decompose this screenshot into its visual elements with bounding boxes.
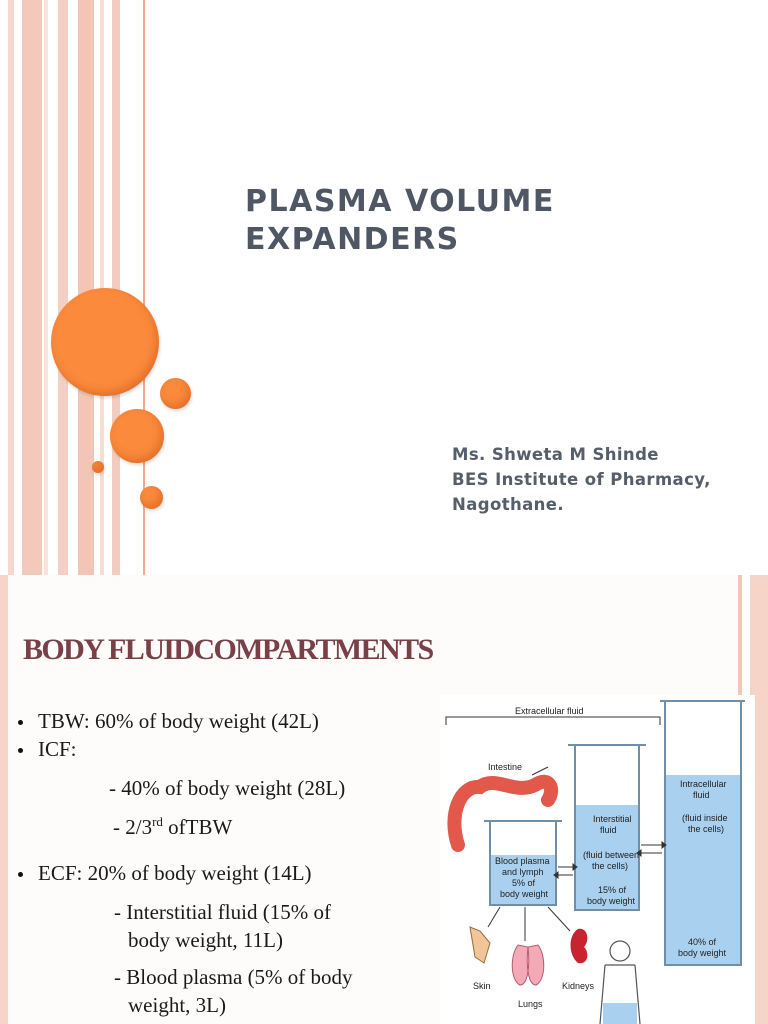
intestine-label: Intestine bbox=[488, 762, 522, 772]
sub-bullet-text: - 2/3rd ofTBW bbox=[113, 815, 232, 840]
interstitial-label: Interstitial bbox=[593, 814, 632, 824]
decor-circle-large bbox=[51, 288, 159, 396]
intracellular-fluid-fill bbox=[665, 775, 741, 965]
intracellular-label: Intracellular bbox=[680, 779, 727, 789]
lungs-icon bbox=[511, 944, 545, 986]
sub-bullet-text: - 40% of body weight (28L) bbox=[109, 776, 346, 800]
author-name: Ms. Shweta M Shinde bbox=[452, 445, 659, 464]
fluid-compartment-diagram: Extracellular fluid Intracellular fluid … bbox=[440, 695, 755, 1024]
interstitial-note: (fluid between bbox=[583, 850, 639, 860]
institute-location: Nagothane. bbox=[452, 495, 565, 514]
interstitial-label: fluid bbox=[600, 825, 617, 835]
plasma-fluid-fill bbox=[490, 855, 556, 905]
organ-arrows bbox=[487, 906, 571, 941]
decor-circle bbox=[110, 409, 164, 463]
lungs-label: Lungs bbox=[518, 999, 543, 1009]
slide-title: PLASMA VOLUME EXPANDERS bbox=[245, 183, 685, 259]
intracellular-pct: 40% of bbox=[688, 937, 717, 947]
interstitial-pct: body weight bbox=[587, 896, 636, 906]
decor-stripe bbox=[0, 575, 8, 1024]
text-segment: - 2/3 bbox=[113, 815, 153, 839]
superscript: rd bbox=[152, 814, 163, 829]
interstitial-fluid-fill bbox=[575, 805, 639, 910]
interstitial-beaker bbox=[568, 744, 646, 911]
decor-stripe bbox=[58, 0, 68, 575]
skin-label: Skin bbox=[473, 981, 491, 991]
decor-circle bbox=[140, 486, 163, 509]
plasma-label: 5% of bbox=[512, 878, 536, 888]
exchange-arrows bbox=[553, 841, 667, 879]
plasma-beaker bbox=[484, 820, 562, 906]
slide-title: BODY FLUIDCOMPARTMENTS bbox=[23, 633, 434, 666]
intracellular-note: (fluid inside bbox=[682, 813, 728, 823]
decor-stripe bbox=[100, 0, 104, 575]
plasma-label: Blood plasma bbox=[495, 856, 550, 866]
decor-stripe bbox=[78, 0, 94, 575]
bullet-dot bbox=[18, 720, 23, 725]
plasma-label: body weight bbox=[500, 889, 549, 899]
plasma-label: and lymph bbox=[502, 867, 544, 877]
decor-stripe bbox=[112, 0, 120, 575]
title-line: PLASMA VOLUME bbox=[245, 184, 555, 219]
intracellular-beaker bbox=[660, 700, 745, 966]
institute-name: BES Institute of Pharmacy, bbox=[452, 470, 711, 489]
bullet-text: ECF: 20% of body weight (14L) bbox=[38, 861, 312, 885]
bullet-dot bbox=[18, 872, 23, 877]
sub-bullet-text: - Interstitial fluid (15% of bbox=[114, 900, 331, 924]
interstitial-pct: 15% of bbox=[598, 885, 627, 895]
intestine-icon bbox=[447, 774, 559, 852]
intracellular-note: the cells) bbox=[688, 824, 724, 834]
bullet-text: TBW: 60% of body weight (42L) bbox=[38, 709, 319, 733]
interstitial-note: the cells) bbox=[592, 861, 628, 871]
sub-bullet-text: body weight, 11L) bbox=[128, 928, 283, 952]
decor-stripe bbox=[143, 0, 145, 575]
text-segment: ofTBW bbox=[162, 815, 233, 839]
decor-circle-small bbox=[92, 461, 104, 473]
kidney-icon bbox=[570, 928, 588, 964]
title-slide: PLASMA VOLUME EXPANDERS Ms. Shweta M Shi… bbox=[8, 0, 762, 575]
bullet-dot bbox=[18, 748, 23, 753]
decor-stripe bbox=[44, 0, 48, 575]
decor-stripe bbox=[8, 0, 14, 575]
decor-stripe bbox=[22, 0, 42, 575]
kidneys-label: Kidneys bbox=[562, 981, 595, 991]
presenter-info: Ms. Shweta M Shinde BES Institute of Pha… bbox=[452, 442, 762, 517]
bullet-text: ICF: bbox=[38, 737, 77, 761]
title-line: EXPANDERS bbox=[245, 222, 460, 257]
intracellular-label: fluid bbox=[693, 790, 710, 800]
extracellular-label: Extracellular fluid bbox=[515, 706, 584, 716]
decor-circle bbox=[160, 378, 191, 409]
sub-bullet-text: weight, 3L) bbox=[128, 993, 226, 1017]
extracellular-brace bbox=[445, 716, 661, 725]
sub-bullet-text: - Blood plasma (5% of body bbox=[114, 965, 353, 989]
intracellular-pct: body weight bbox=[678, 948, 727, 958]
intestine-arrow bbox=[531, 766, 549, 776]
hand-icon bbox=[469, 926, 491, 964]
human-figure-icon bbox=[599, 940, 641, 1024]
